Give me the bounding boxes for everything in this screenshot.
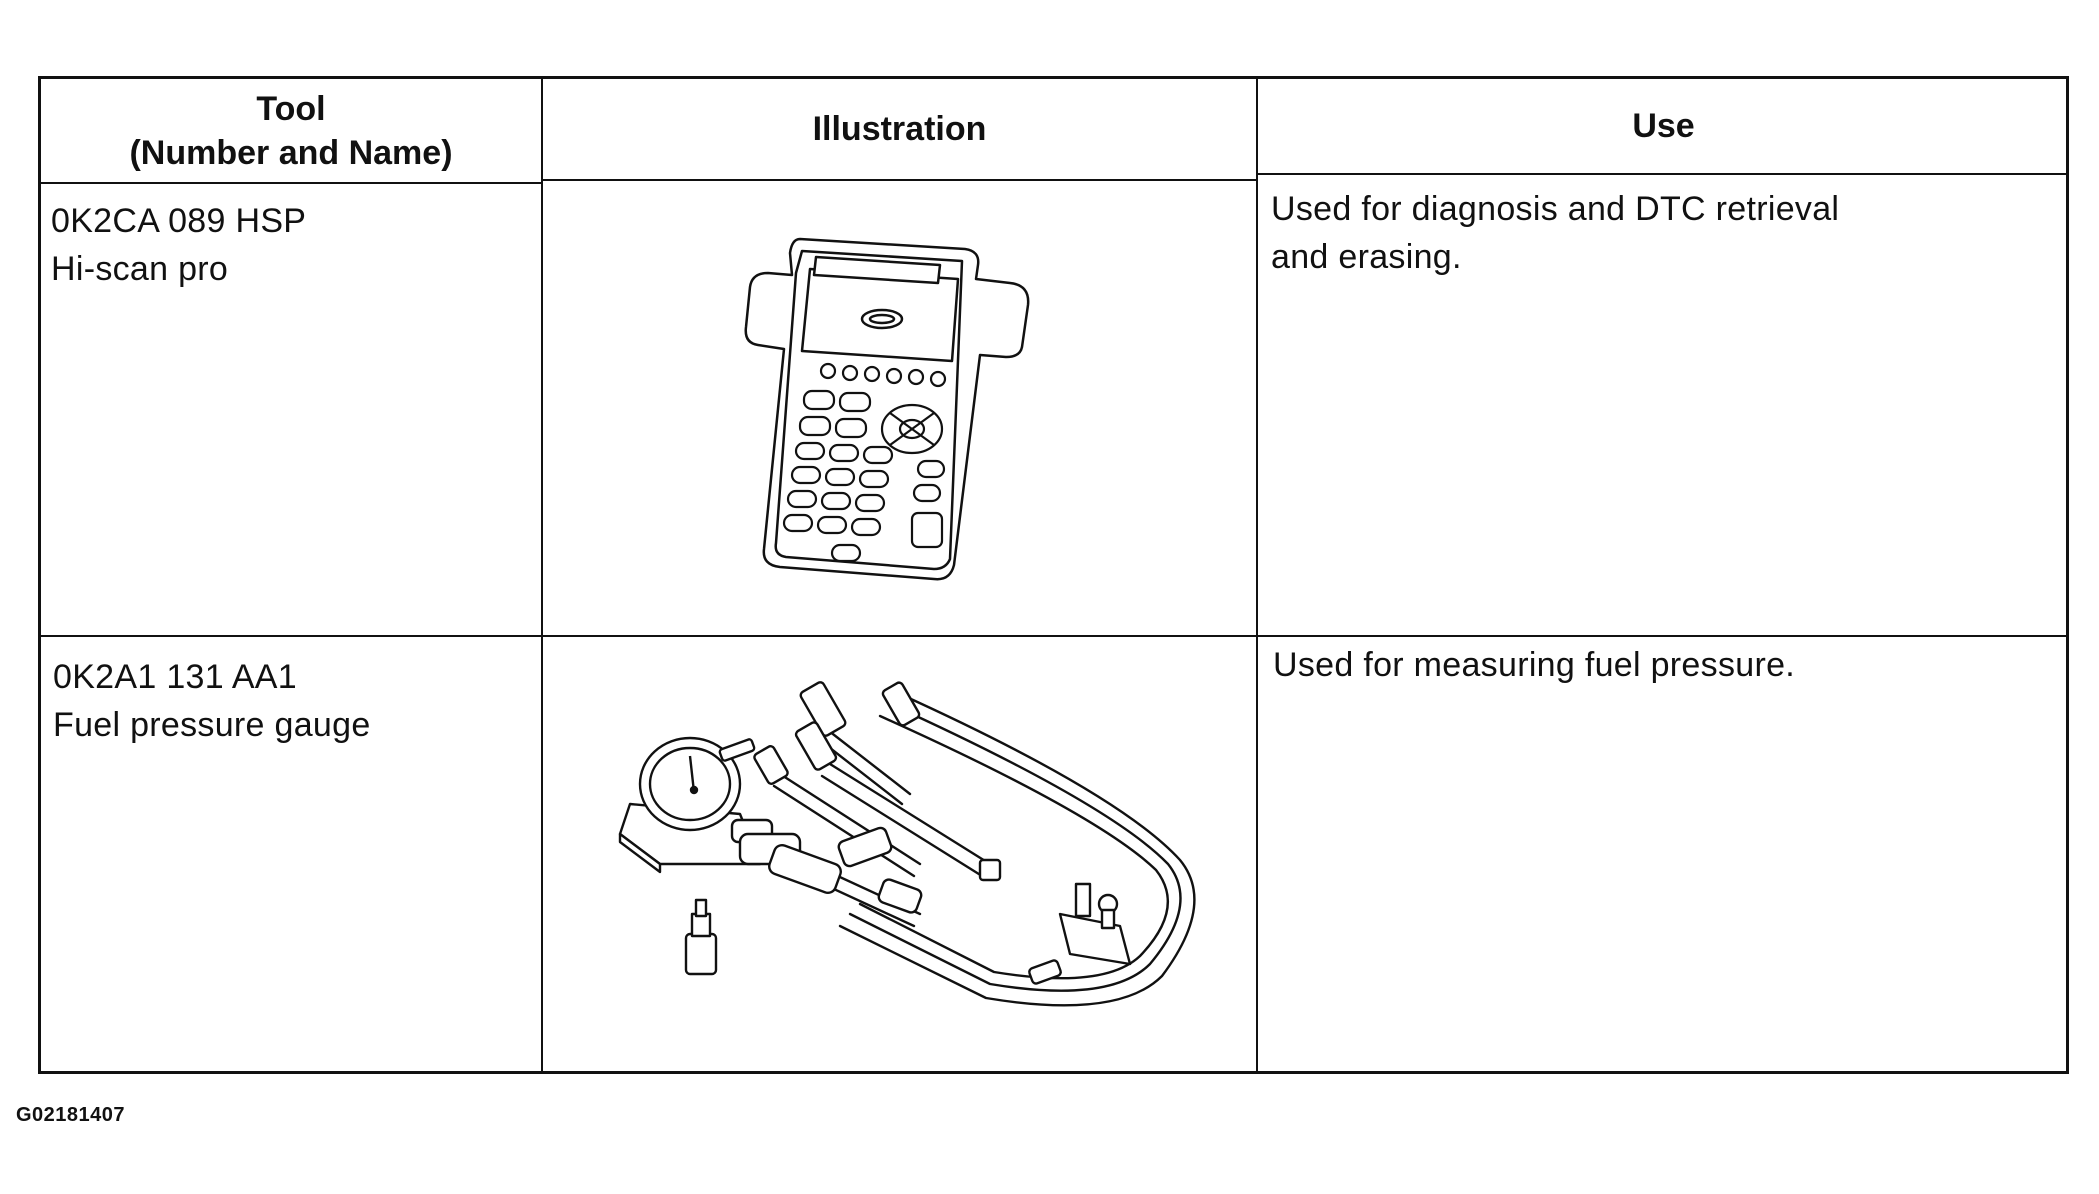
figure-id: G02181407 — [16, 1104, 126, 1126]
fuel-pressure-gauge-icon — [543, 637, 1256, 1071]
scan-tool-drawing — [744, 237, 1029, 581]
header-tool-line2: (Number and Name) — [129, 133, 453, 172]
special-tools-table: Tool (Number and Name) Illustration Use … — [38, 76, 2069, 1074]
header-illustration: Illustration — [812, 110, 987, 148]
header-use: Use — [1632, 107, 1695, 145]
fuel-gauge-drawing — [618, 681, 1196, 1007]
row-divider — [41, 182, 541, 184]
header-tool-line1: Tool — [256, 89, 326, 128]
table-row-1-tool: 0K2CA 089 HSP Hi-scan pro — [51, 197, 306, 293]
column-divider — [541, 79, 543, 1071]
use-text-line1: Used for measuring fuel pressure. — [1273, 646, 1796, 684]
scan-tool-icon — [543, 183, 1256, 635]
row-divider — [41, 635, 2066, 637]
row-divider — [1256, 173, 2066, 175]
header-tool: Tool (Number and Name) — [41, 79, 541, 182]
table-row-2-use: Used for measuring fuel pressure. — [1273, 641, 1795, 689]
table-row-2-tool: 0K2A1 131 AA1 Fuel pressure gauge — [53, 653, 371, 749]
use-text-line1: Used for diagnosis and DTC retrieval — [1271, 190, 1840, 228]
tool-name: Hi-scan pro — [51, 250, 229, 288]
row-divider — [541, 179, 1256, 181]
table-row-1-use: Used for diagnosis and DTC retrieval and… — [1271, 185, 1839, 281]
column-divider — [1256, 79, 1258, 1071]
tool-name: Fuel pressure gauge — [53, 706, 371, 744]
tool-number: 0K2CA 089 HSP — [51, 202, 307, 240]
tool-number: 0K2A1 131 AA1 — [53, 658, 297, 696]
use-text-line2: and erasing. — [1271, 238, 1462, 276]
